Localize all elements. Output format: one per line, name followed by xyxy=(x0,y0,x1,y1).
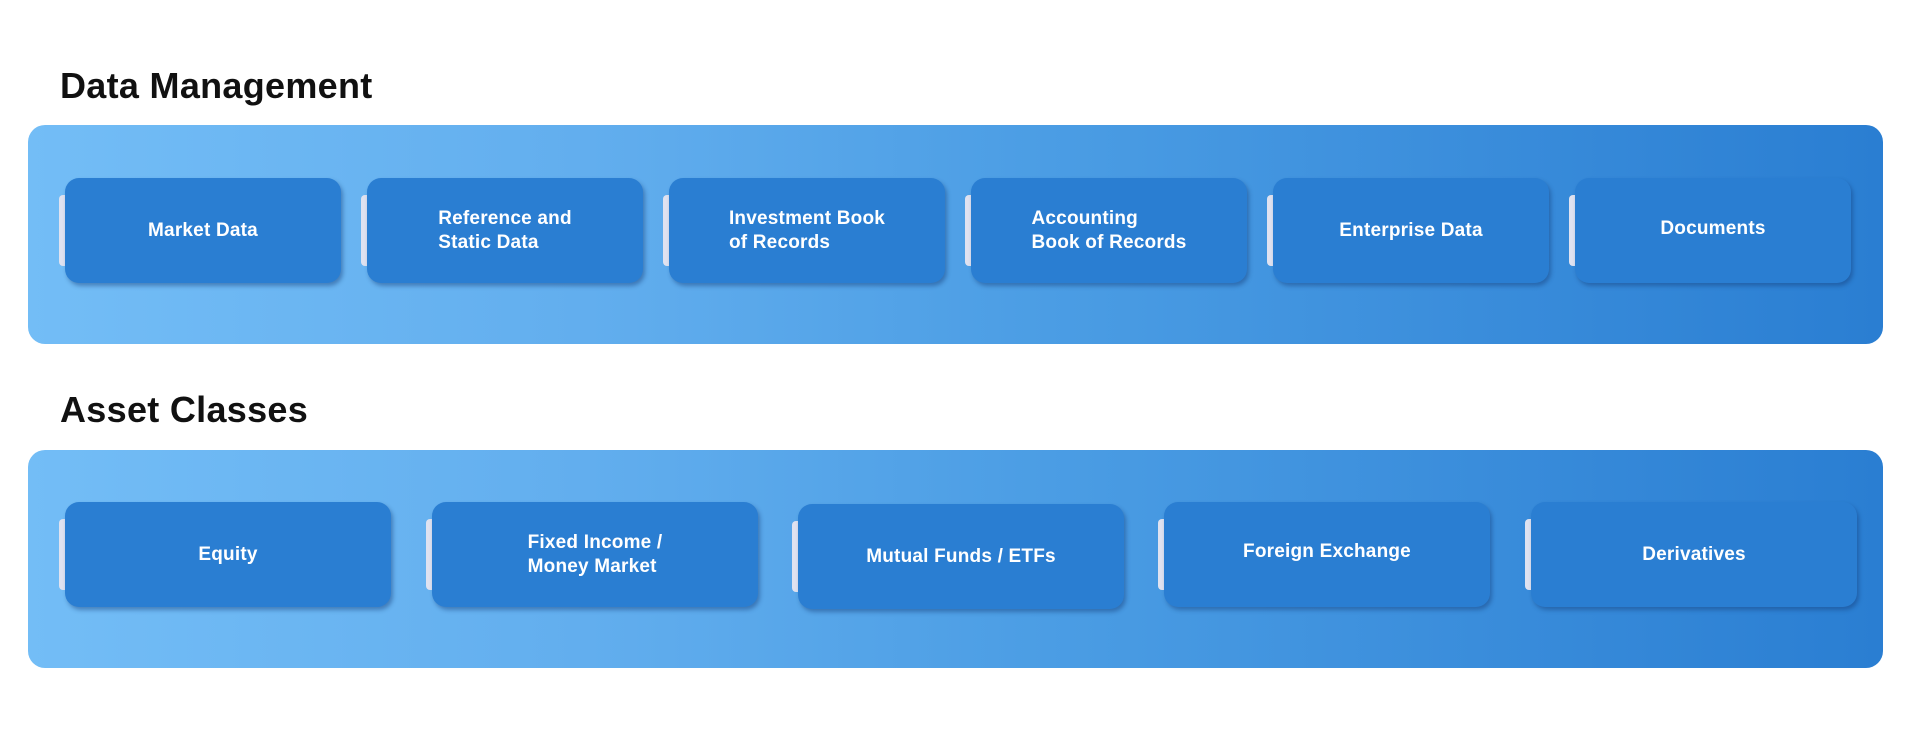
card-label: Equity xyxy=(198,543,258,565)
card-market-data[interactable]: Market Data xyxy=(59,178,341,283)
card-label: Fixed Income / Money Market xyxy=(527,531,663,577)
card-fixed-income-money-market[interactable]: Fixed Income / Money Market xyxy=(426,502,758,607)
card-label: Investment Book of Records xyxy=(728,207,886,253)
mutual-funds-etfs-button[interactable]: Mutual Funds / ETFs xyxy=(798,504,1124,609)
card-tab xyxy=(1267,195,1277,266)
card-label: Derivatives xyxy=(1642,543,1746,565)
documents-button[interactable]: Documents xyxy=(1575,178,1851,283)
card-label: Documents xyxy=(1660,217,1766,239)
card-label: Market Data xyxy=(148,219,258,241)
data-management-panel: Market Data Reference and Static Data In… xyxy=(28,125,1883,344)
card-mutual-funds-etfs[interactable]: Mutual Funds / ETFs xyxy=(792,504,1124,609)
card-tab xyxy=(59,519,69,590)
card-label: Accounting Book of Records xyxy=(1031,207,1187,253)
asset-classes-panel: Equity Fixed Income / Money Market Mutua… xyxy=(28,450,1883,668)
market-data-button[interactable]: Market Data xyxy=(65,178,341,283)
card-tab xyxy=(663,195,673,266)
card-tab xyxy=(1158,519,1168,590)
card-accounting-book-of-records[interactable]: Accounting Book of Records xyxy=(965,178,1247,283)
card-enterprise-data[interactable]: Enterprise Data xyxy=(1267,178,1549,283)
card-equity[interactable]: Equity xyxy=(59,502,391,607)
section-title-data-management: Data Management xyxy=(60,65,373,106)
foreign-exchange-button[interactable]: Foreign Exchange xyxy=(1164,502,1490,607)
fixed-income-money-market-button[interactable]: Fixed Income / Money Market xyxy=(432,502,758,607)
card-reference-static-data[interactable]: Reference and Static Data xyxy=(361,178,643,283)
derivatives-button[interactable]: Derivatives xyxy=(1531,502,1857,607)
card-tab xyxy=(792,521,802,592)
card-label: Reference and Static Data xyxy=(438,207,572,253)
card-derivatives[interactable]: Derivatives xyxy=(1525,502,1857,607)
card-label: Enterprise Data xyxy=(1339,219,1483,241)
accounting-book-of-records-button[interactable]: Accounting Book of Records xyxy=(971,178,1247,283)
card-tab xyxy=(1525,519,1535,590)
card-tab xyxy=(59,195,69,266)
equity-button[interactable]: Equity xyxy=(65,502,391,607)
enterprise-data-button[interactable]: Enterprise Data xyxy=(1273,178,1549,283)
card-investment-book-of-records[interactable]: Investment Book of Records xyxy=(663,178,945,283)
reference-static-data-button[interactable]: Reference and Static Data xyxy=(367,178,643,283)
card-tab xyxy=(1569,195,1579,266)
card-foreign-exchange[interactable]: Foreign Exchange xyxy=(1158,502,1490,607)
investment-book-of-records-button[interactable]: Investment Book of Records xyxy=(669,178,945,283)
card-tab xyxy=(965,195,975,266)
card-documents[interactable]: Documents xyxy=(1569,178,1851,283)
card-label: Foreign Exchange xyxy=(1243,540,1411,562)
section-title-asset-classes: Asset Classes xyxy=(60,389,309,430)
card-label: Mutual Funds / ETFs xyxy=(866,545,1056,567)
card-tab xyxy=(361,195,371,266)
card-tab xyxy=(426,519,436,590)
